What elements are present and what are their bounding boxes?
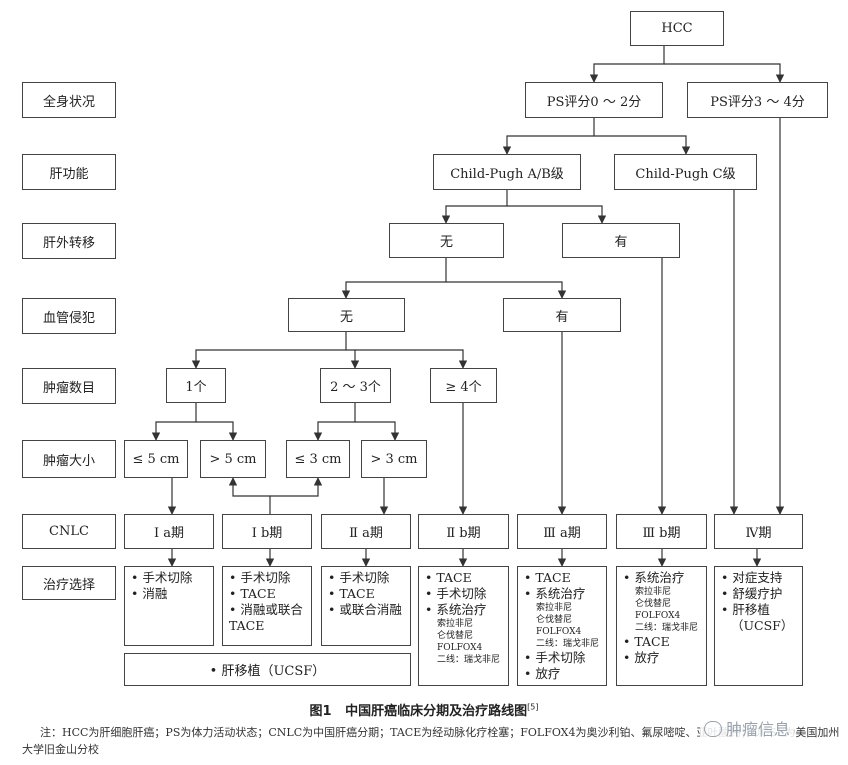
row-label-treatment: 治疗选择 bbox=[22, 566, 116, 600]
drug-item: 仑伐替尼 bbox=[437, 631, 474, 641]
treatment-item: • 手术切除 bbox=[131, 570, 193, 585]
stage-iiib: Ⅲ b期 bbox=[616, 514, 707, 549]
node-ps-good: PS评分0 ～ 2分 bbox=[525, 82, 663, 118]
treatment-item: • 消融 bbox=[131, 586, 168, 601]
node-childpugh-ab: Child-Pugh A/B级 bbox=[433, 154, 581, 190]
node-metastasis-yes: 有 bbox=[562, 223, 680, 258]
row-label-general: 全身状况 bbox=[22, 82, 116, 118]
watermark: 肿瘤信息 bbox=[700, 716, 795, 740]
node-size-gt3: > 3 cm bbox=[361, 440, 427, 478]
treatment-item: • 手术切除 bbox=[425, 586, 487, 601]
drug-item: 仑伐替尼 bbox=[536, 615, 573, 625]
treatment-item: • 手术切除 bbox=[524, 650, 586, 665]
treatment-item: • TACE bbox=[229, 586, 276, 601]
treatment-item: • 系统治疗 bbox=[623, 570, 685, 585]
treatment-iib: • TACE • 手术切除 • 系统治疗 索拉非尼 仑伐替尼 FOLFOX4 二… bbox=[418, 566, 509, 686]
figure-title: 中国肝癌临床分期及治疗路线图 bbox=[345, 704, 528, 719]
treatment-transplant-shared: • 肝移植（UCSF） bbox=[124, 653, 411, 686]
treatment-item: • 放疗 bbox=[623, 650, 660, 665]
node-vascular-yes: 有 bbox=[503, 298, 621, 332]
row-label-liver: 肝功能 bbox=[22, 154, 116, 190]
treatment-item: • 手术切除 bbox=[229, 570, 291, 585]
treatment-iia: • 手术切除 • TACE • 或联合消融 bbox=[321, 566, 411, 646]
treatment-item: （UCSF） bbox=[731, 618, 794, 633]
node-metastasis-no: 无 bbox=[389, 223, 504, 258]
node-vascular-no: 无 bbox=[288, 298, 405, 332]
node-hcc: HCC bbox=[630, 11, 724, 46]
node-childpugh-c: Child-Pugh C级 bbox=[614, 154, 757, 190]
stage-iiia: Ⅲ a期 bbox=[517, 514, 607, 549]
treatment-item: • 系统治疗 bbox=[524, 586, 586, 601]
treatment-iv: • 对症支持 • 舒缓疗护 • 肝移植 （UCSF） bbox=[714, 566, 803, 686]
drug-item: FOLFOX4 bbox=[635, 611, 681, 621]
node-number-two-three: 2 ～ 3个 bbox=[320, 368, 391, 403]
node-size-gt5: > 5 cm bbox=[200, 440, 266, 478]
node-size-le3: ≤ 3 cm bbox=[286, 440, 350, 478]
treatment-item: • 对症支持 bbox=[721, 570, 783, 585]
node-number-one: 1个 bbox=[166, 368, 226, 403]
treatment-item: • TACE bbox=[524, 570, 571, 585]
figure-caption: 图1 中国肝癌临床分期及治疗路线图[5] bbox=[0, 700, 848, 719]
row-label-size: 肿瘤大小 bbox=[22, 440, 116, 478]
treatment-ib: • 手术切除 • TACE • 消融或联合 TACE bbox=[222, 566, 312, 646]
treatment-iiia: • TACE • 系统治疗 索拉非尼 仑伐替尼 FOLFOX4 二线：瑞戈非尼 … bbox=[517, 566, 607, 686]
treatment-item: • 系统治疗 bbox=[425, 602, 487, 617]
node-ps-poor: PS评分3 ～ 4分 bbox=[687, 82, 828, 118]
drug-item: FOLFOX4 bbox=[536, 627, 582, 637]
figure-number: 图1 bbox=[309, 704, 332, 719]
treatment-iiib: • 系统治疗 索拉非尼 仑伐替尼 FOLFOX4 二线：瑞戈非尼 • TACE … bbox=[616, 566, 707, 686]
drug-item: 索拉非尼 bbox=[437, 619, 474, 629]
treatment-item: • TACE bbox=[623, 634, 670, 649]
node-size-le5: ≤ 5 cm bbox=[124, 440, 188, 478]
drug-item: 仑伐替尼 bbox=[635, 599, 672, 609]
drug-item: 二线：瑞戈非尼 bbox=[536, 639, 600, 649]
drug-item: 索拉非尼 bbox=[536, 603, 573, 613]
treatment-item: • TACE bbox=[425, 570, 472, 585]
figure-reference: [5] bbox=[527, 702, 539, 712]
row-label-cnlc: CNLC bbox=[22, 514, 116, 549]
treatment-ia: • 手术切除 • 消融 bbox=[124, 566, 214, 646]
stage-ia: Ⅰ a期 bbox=[124, 514, 214, 549]
stage-iib: Ⅱ b期 bbox=[418, 514, 509, 549]
stage-iv: Ⅳ期 bbox=[714, 514, 803, 549]
treatment-item: • 或联合消融 bbox=[328, 602, 402, 617]
row-label-number: 肿瘤数目 bbox=[22, 368, 116, 404]
drug-item: 索拉非尼 bbox=[635, 587, 672, 597]
treatment-item: • 舒缓疗护 bbox=[721, 586, 783, 601]
drug-item: 二线：瑞戈非尼 bbox=[635, 623, 699, 633]
watermark-text: 肿瘤信息 bbox=[726, 720, 791, 739]
stage-iia: Ⅱ a期 bbox=[321, 514, 411, 549]
treatment-item: • 放疗 bbox=[524, 666, 561, 681]
treatment-item: • 肝移植 bbox=[721, 602, 770, 617]
treatment-item: • TACE bbox=[328, 586, 375, 601]
stage-ib: Ⅰ b期 bbox=[222, 514, 312, 549]
figure-note: 注：HCC为肝细胞肝癌；PS为体力活动状态；CNLC为中国肝癌分期；TACE为经… bbox=[22, 726, 840, 756]
row-label-vascular: 血管侵犯 bbox=[22, 298, 116, 334]
node-number-four-plus: ≥ 4个 bbox=[430, 368, 497, 403]
wechat-icon bbox=[704, 721, 722, 737]
treatment-item: • 消融或联合 bbox=[229, 602, 303, 617]
treatment-item: • 手术切除 bbox=[328, 570, 390, 585]
drug-item: FOLFOX4 bbox=[437, 643, 483, 653]
row-label-metastasis: 肝外转移 bbox=[22, 223, 116, 259]
drug-item: 二线：瑞戈非尼 bbox=[437, 655, 501, 665]
treatment-item: TACE bbox=[229, 618, 265, 633]
